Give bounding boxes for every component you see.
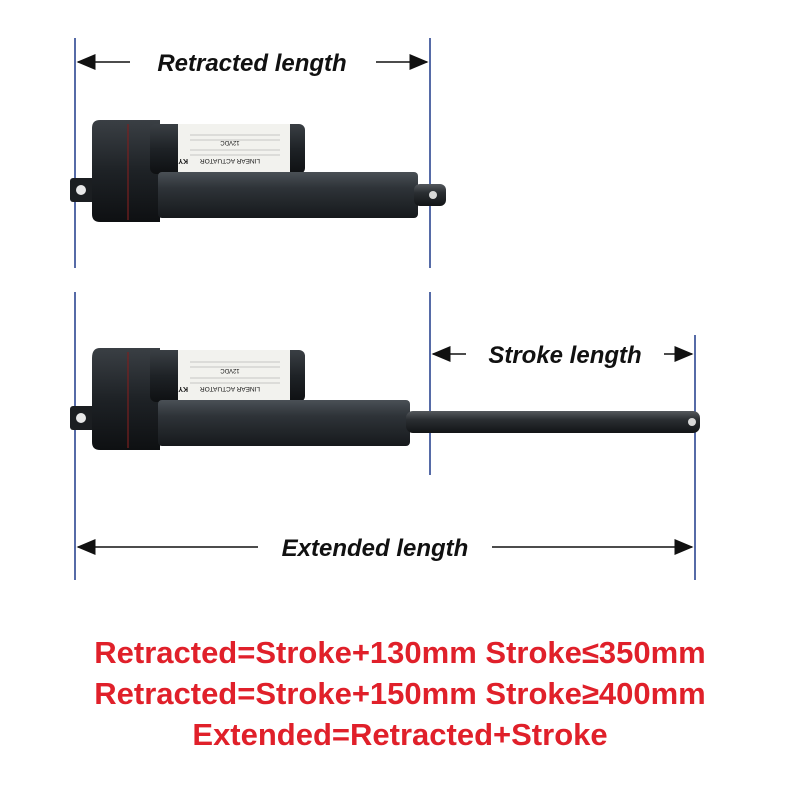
rear-clevis-hole <box>76 413 86 423</box>
formula-retracted-long: Retracted=Stroke+150mm Stroke≥400mm <box>94 676 706 711</box>
gearbox-housing <box>92 120 160 222</box>
outer-tube <box>158 400 410 446</box>
formula-extended: Extended=Retracted+Stroke <box>192 717 608 752</box>
guide-lines <box>74 38 696 580</box>
label-brand: KY <box>178 157 188 164</box>
stroke-length-label: Stroke length <box>488 342 641 369</box>
retracted-length-label: Retracted length <box>157 50 346 77</box>
rod-end-hole <box>429 191 437 199</box>
motor-label: KY LINEAR ACTUATOR 12VDC <box>178 350 290 402</box>
label-title: LINEAR ACTUATOR <box>200 385 260 392</box>
extended-length-label: Extended length <box>282 535 469 562</box>
actuator-extended: KY LINEAR ACTUATOR 12VDC <box>70 348 700 450</box>
motor-label: KY LINEAR ACTUATOR 12VDC <box>178 124 290 174</box>
rear-clevis-hole <box>76 185 86 195</box>
label-voltage: 12VDC <box>220 367 240 373</box>
gearbox-housing <box>92 348 160 450</box>
outer-tube <box>158 172 418 218</box>
actuator-retracted: KY LINEAR ACTUATOR 12VDC <box>70 120 446 222</box>
label-brand: KY <box>178 385 188 392</box>
label-voltage: 12VDC <box>220 139 240 145</box>
actuator-diagram: Retracted length Stroke length Extended … <box>70 38 700 580</box>
formula-retracted-short: Retracted=Stroke+130mm Stroke≤350mm <box>94 635 706 670</box>
dimension-arrows <box>76 54 694 555</box>
inner-rod <box>406 411 700 433</box>
label-title: LINEAR ACTUATOR <box>200 157 260 164</box>
rod-end-hole <box>688 418 696 426</box>
